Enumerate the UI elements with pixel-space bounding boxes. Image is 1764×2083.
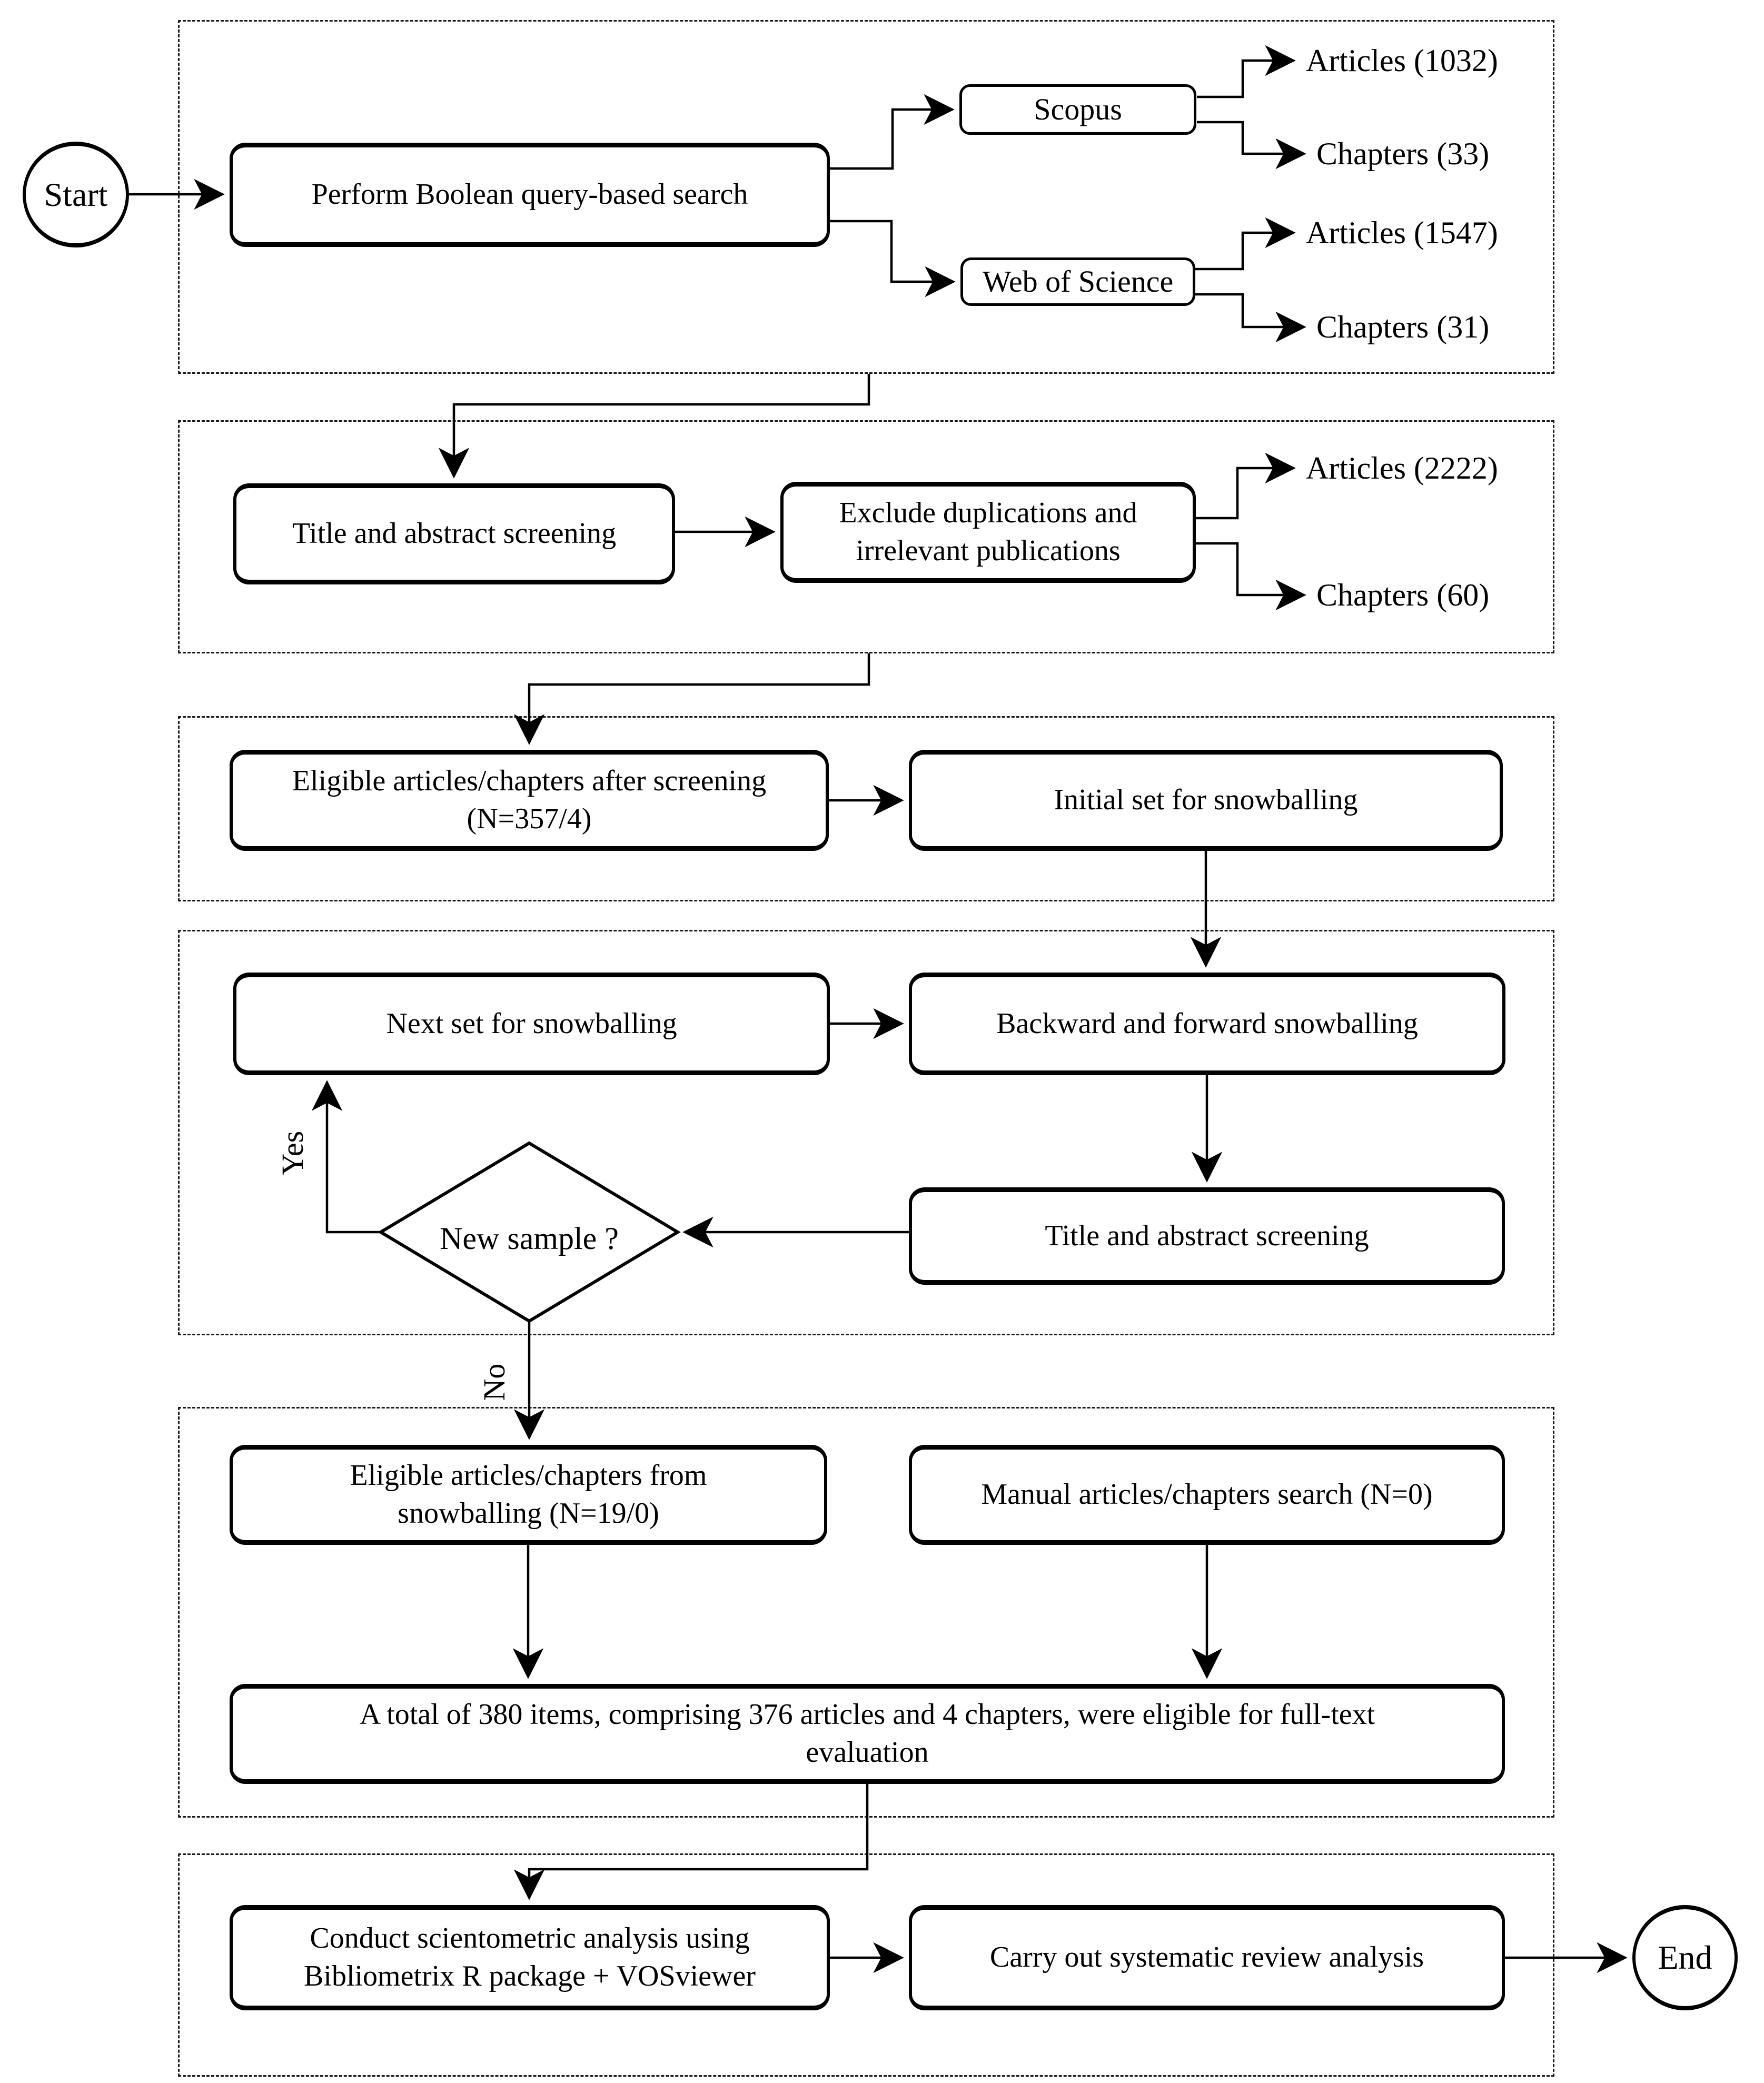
node-eligible-after-screening: Eligible articles/chapters after screeni… (230, 750, 829, 851)
node-scientometric-analysis: Conduct scientometric analysis using Bib… (230, 1905, 830, 2010)
section-snowballing-loop (178, 930, 1554, 1335)
node-title-abstract-screening-1: Title and abstract screening (233, 483, 675, 584)
node-systematic-review: Carry out systematic review analysis (909, 1905, 1505, 2010)
label-dedup-articles: Articles (2222) (1306, 451, 1498, 485)
node-eligible-from-snowballing: Eligible articles/chapters from snowball… (230, 1445, 827, 1545)
label-scopus-articles: Articles (1032) (1306, 43, 1498, 78)
label-dedup-chapters: Chapters (60) (1316, 578, 1490, 612)
node-manual-search: Manual articles/chapters search (N=0) (909, 1445, 1505, 1545)
branch-label-no: No (477, 1364, 511, 1401)
label-wos-chapters: Chapters (31) (1316, 310, 1490, 344)
end-terminal: End (1632, 1905, 1738, 2010)
node-title-abstract-screening-2: Title and abstract screening (909, 1187, 1505, 1285)
label-scopus-chapters: Chapters (33) (1316, 136, 1490, 171)
node-web-of-science: Web of Science (960, 257, 1195, 306)
label-wos-articles: Articles (1547) (1306, 215, 1498, 250)
node-scopus: Scopus (959, 84, 1196, 135)
node-next-set-snowballing: Next set for snowballing (233, 973, 830, 1075)
node-exclude-duplications: Exclude duplications and irrelevant publ… (780, 482, 1196, 583)
node-total-eligible: A total of 380 items, comprising 376 art… (230, 1684, 1505, 1784)
node-backward-forward-snowballing: Backward and forward snowballing (909, 973, 1505, 1075)
node-boolean-search: Perform Boolean query-based search (230, 143, 830, 247)
node-initial-set-snowballing: Initial set for snowballing (909, 750, 1503, 851)
section-database-search (178, 20, 1554, 374)
start-terminal: Start (23, 142, 129, 247)
